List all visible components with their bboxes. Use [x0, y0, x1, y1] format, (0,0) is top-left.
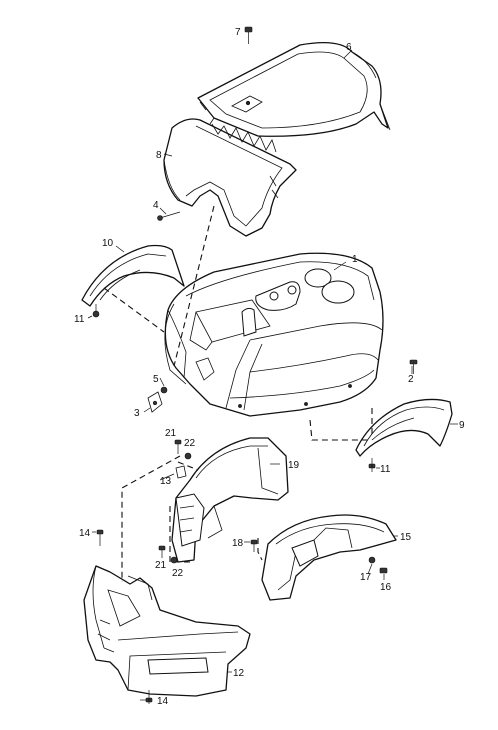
- part-15-side-fender: [261, 514, 397, 601]
- callout-12: 12: [233, 668, 245, 679]
- callout-13: 13: [160, 476, 172, 487]
- callout-17: 17: [360, 572, 372, 583]
- callout-18: 18: [232, 538, 244, 549]
- callout-2: 2: [408, 374, 414, 385]
- callout-1: 1: [352, 254, 358, 265]
- callout-11a: 11: [74, 314, 85, 325]
- part-19-inner-fender: [171, 437, 289, 563]
- screw-2-icon: [409, 359, 418, 365]
- callout-4: 4: [153, 200, 159, 211]
- screw-4-icon: [157, 215, 163, 221]
- screw-7-icon: [244, 26, 253, 33]
- part-6-top-cover: [197, 42, 391, 137]
- callout-14b: 14: [157, 696, 169, 707]
- callout-10: 10: [102, 238, 114, 249]
- callout-21b: 21: [155, 560, 167, 571]
- screw-21a-icon: [174, 439, 182, 445]
- callout-7: 7: [235, 27, 241, 38]
- washer-22a-icon: [184, 452, 192, 460]
- dashed-assembly-lines: [103, 205, 373, 582]
- bracket-3-icon: [147, 391, 163, 413]
- callout-9: 9: [459, 420, 465, 431]
- washer-17-icon: [368, 556, 376, 564]
- callout-8: 8: [156, 150, 162, 161]
- callout-16: 16: [380, 582, 392, 593]
- part-10-left-fender-strip: [81, 244, 185, 307]
- callout-11b: 11: [380, 464, 391, 475]
- callout-15: 15: [400, 532, 412, 543]
- callout-labels: 1 2 3 4 5 6 7 8 9 10 11 11 12 13 14 14 1…: [74, 27, 465, 707]
- callout-19: 19: [288, 460, 300, 471]
- callout-22b: 22: [172, 568, 184, 579]
- screw-18-icon: [250, 539, 258, 545]
- washer-22b-icon: [170, 556, 178, 564]
- callout-5: 5: [153, 374, 159, 385]
- callout-21a: 21: [165, 428, 177, 439]
- callout-14a: 14: [79, 528, 91, 539]
- callout-3: 3: [134, 408, 140, 419]
- screw-16-icon: [379, 567, 388, 574]
- fasteners: [92, 26, 418, 704]
- part-1-main-body: [164, 252, 384, 417]
- part-12-front-lower-cover: [83, 565, 251, 697]
- callout-22a: 22: [184, 438, 196, 449]
- callout-leaders: [87, 49, 458, 701]
- clip-13-icon: [175, 465, 187, 479]
- screw-21b-icon: [158, 545, 166, 551]
- part-9-right-fender-strip: [355, 398, 453, 457]
- callout-6: 6: [346, 42, 352, 53]
- screw-14a-icon: [96, 529, 104, 535]
- washer-5-icon: [160, 386, 168, 394]
- part-8-rear-cover: [163, 118, 297, 237]
